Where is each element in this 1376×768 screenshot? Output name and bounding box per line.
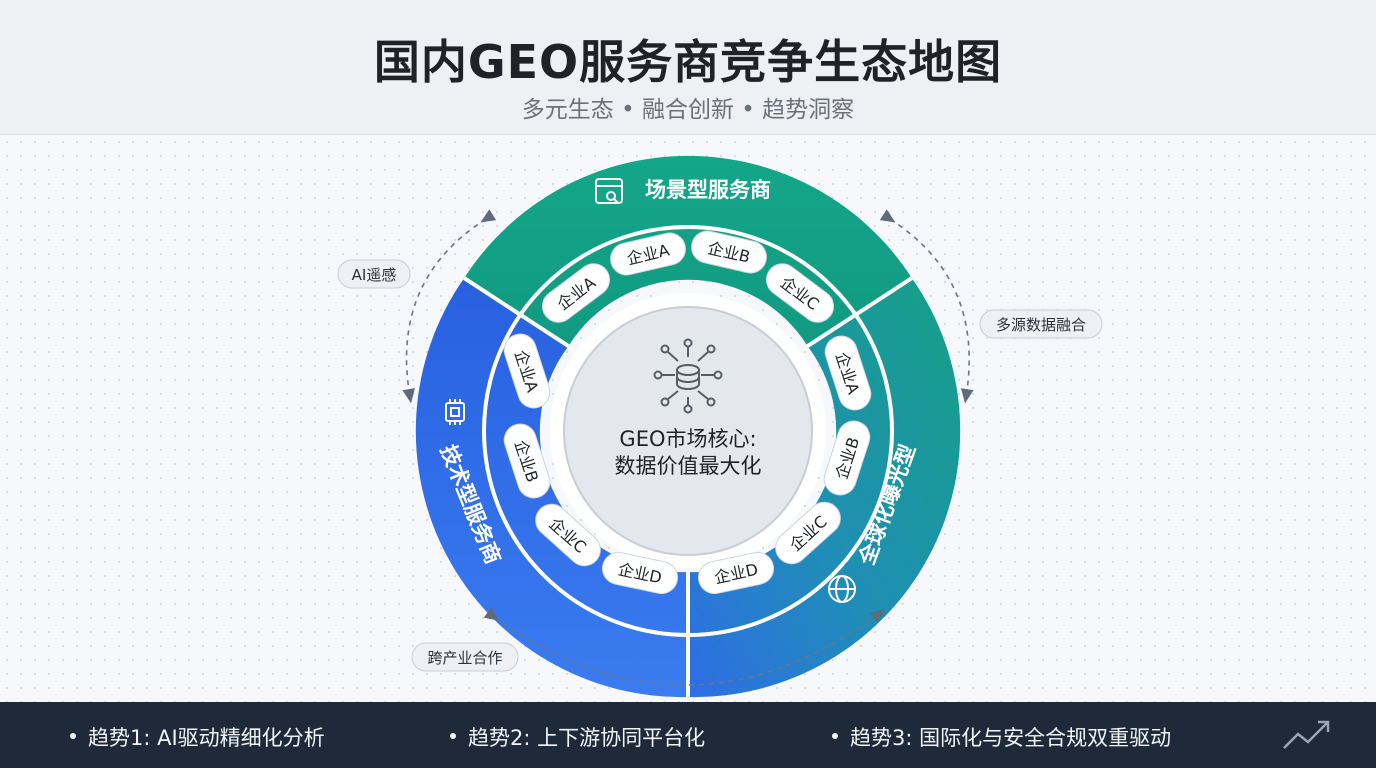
svg-text:场景型服务商: 场景型服务商 [645,178,771,202]
flow-label-left: AI遥感 [337,259,411,289]
trend-up-icon [1283,720,1330,749]
header: 国内GEO服务商竞争生态地图 多元生态 • 融合创新 • 趋势洞察 [0,0,1376,135]
trend-item: 趋势1: AI驱动精细化分析 [70,722,325,752]
center-core [563,306,813,556]
flow-arrow-left [402,209,497,404]
company-pill[interactable]: 企业B [688,228,769,276]
company-pill[interactable]: 企业A [500,330,554,412]
svg-text:多源数据融合: 多源数据融合 [996,316,1086,334]
data-hub-icon [653,338,723,414]
trends-footer: 趋势1: AI驱动精细化分析 趋势2: 上下游协同平台化 趋势3: 国际化与安全… [0,702,1376,768]
diagram-stage: GEO市场核心: 数据价值最大化 场景型服务商 技术型服务商 全球化曝光型 企业… [0,135,1376,702]
bullet-dot [450,733,456,739]
inner-ring-divider [482,225,894,637]
trend-item: 趋势2: 上下游协同平台化 [450,722,705,752]
page-subtitle: 多元生态 • 融合创新 • 趋势洞察 [521,97,855,123]
bullet-dot [832,733,838,739]
company-pill[interactable]: 企业A [821,332,875,414]
svg-text:AI遥感: AI遥感 [352,266,397,284]
trend-item: 趋势3: 国际化与安全合规双重驱动 [832,722,1171,752]
ecosystem-diagram: GEO市场核心: 数据价值最大化 场景型服务商 技术型服务商 全球化曝光型 企业… [337,155,1103,698]
company-pill[interactable]: 企业B [500,420,554,502]
company-pill[interactable]: 企业B [820,417,874,499]
browser-window-icon [595,178,623,204]
company-pill[interactable]: 企业D [696,549,777,596]
svg-text:跨产业合作: 跨产业合作 [427,649,502,667]
page-title: 国内GEO服务商竞争生态地图 [373,35,1003,89]
flow-label-bottom: 跨产业合作 [411,642,519,672]
flow-arrow-right [879,209,974,404]
scene-segment-label: 场景型服务商 [595,178,771,204]
globe-icon [828,575,856,603]
flow-arrow-bottom [483,607,886,686]
center-title: GEO市场核心: [619,427,756,451]
center-subtitle: 数据价值最大化 [615,454,762,478]
company-pill[interactable]: 企业A [607,230,688,278]
company-pill[interactable]: 企业D [600,549,681,596]
bullet-dot [70,733,76,739]
flow-label-right: 多源数据融合 [979,309,1103,339]
